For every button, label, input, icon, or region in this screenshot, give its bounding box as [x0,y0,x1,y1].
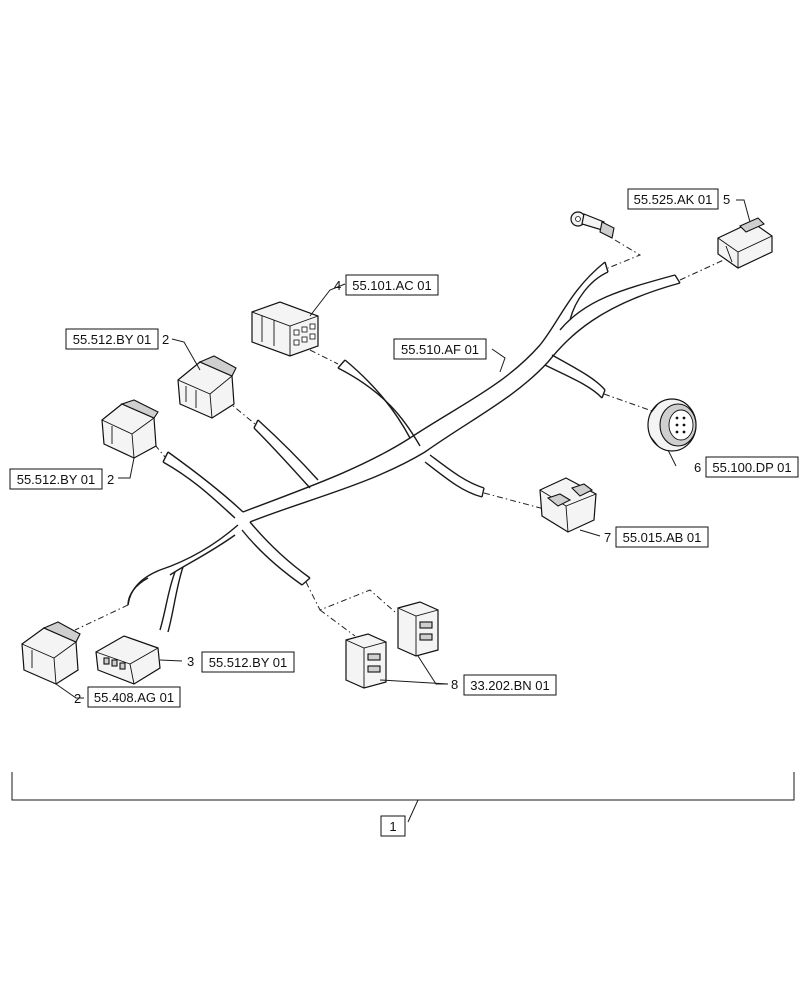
callout-55-510: 55.510.AF 01 [393,338,487,360]
assembly-bracket: 1 [11,772,795,837]
ring-terminal [570,211,615,239]
dashed-leader-lines [74,239,729,637]
item-number: 8 [451,677,458,692]
callout-55-408: 2 55.408.AG 01 [74,686,181,708]
assembly-item-number: 1 [389,819,396,834]
callout-leaders [55,199,751,699]
connector-item-6 [647,398,697,452]
callout-55-525: 55.525.AK 01 5 [627,188,730,210]
connector-item-2-top [177,355,237,419]
connector-item-4 [251,301,319,357]
item-number: 7 [604,530,611,545]
callout-55-512-mid: 55.512.BY 01 2 [9,468,114,490]
ref-label: 55.512.BY 01 [209,655,288,670]
item-number: 2 [107,472,114,487]
ref-label: 55.101.AC 01 [352,278,432,293]
connector-item-3 [95,635,161,685]
item-number: 6 [694,460,701,475]
ref-label: 55.100.DP 01 [712,460,791,475]
item-number: 2 [162,332,169,347]
harness-main-trunk [127,261,681,633]
connector-item-5 [717,217,773,269]
ref-label: 55.525.AK 01 [634,192,713,207]
ref-label: 55.512.BY 01 [73,332,152,347]
item-number: 5 [723,192,730,207]
callout-55-512-bot: 3 55.512.BY 01 [187,651,295,673]
relay-item-8-b [345,633,387,689]
ref-label: 55.015.AB 01 [623,530,702,545]
connector-item-2-mid [101,399,159,459]
callout-55-015: 7 55.015.AB 01 [604,526,709,548]
ref-label: 55.512.BY 01 [17,472,96,487]
callout-55-101: 4 55.101.AC 01 [334,274,439,296]
relay-item-8-a [397,601,439,657]
callout-55-512-top: 55.512.BY 01 2 [65,328,169,350]
item-number: 3 [187,654,194,669]
item-number: 4 [334,278,341,293]
ref-label: 55.510.AF 01 [401,342,479,357]
callout-33-202: 8 33.202.BN 01 [451,674,557,696]
item-number: 2 [74,691,81,706]
connector-item-2-bottom [21,621,81,685]
callout-55-100: 6 55.100.DP 01 [694,456,799,478]
ref-label: 33.202.BN 01 [470,678,550,693]
ref-label: 55.408.AG 01 [94,690,174,705]
connector-item-7 [539,477,597,533]
